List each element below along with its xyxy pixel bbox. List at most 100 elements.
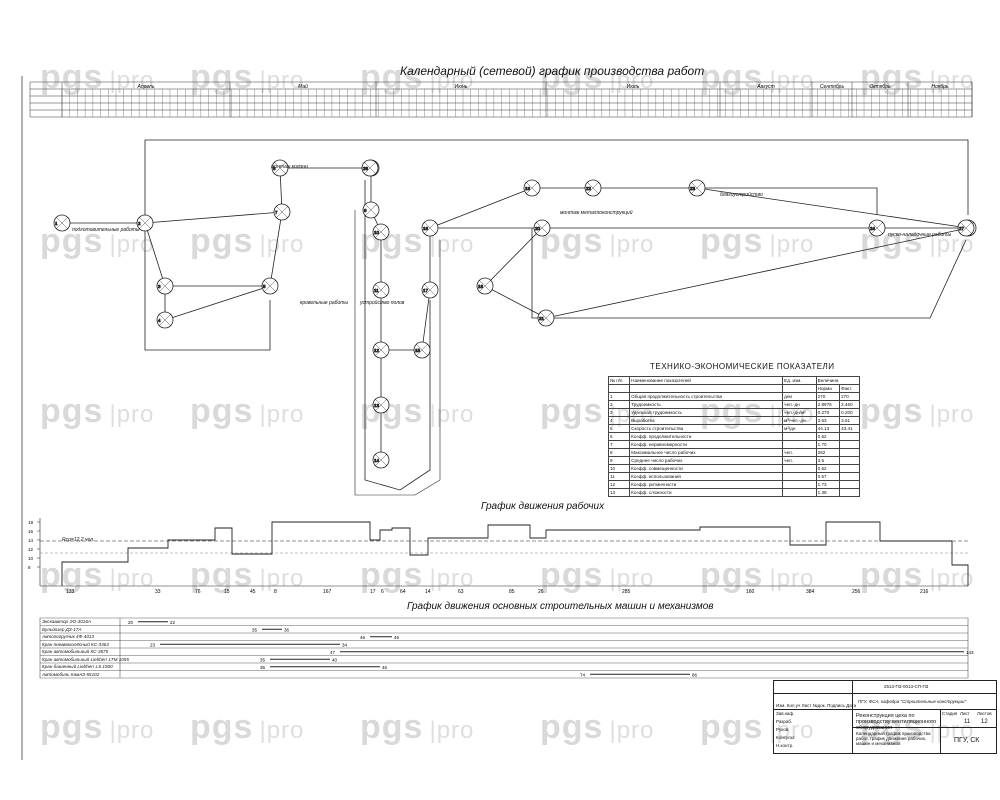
- tep-cell: 262: [815, 448, 841, 457]
- watermark-suffix: |pro: [109, 565, 155, 592]
- network-label: кровельные работы: [300, 300, 349, 306]
- network-edge: [484, 285, 547, 319]
- network-edge: [696, 187, 969, 229]
- network-node-number: 22: [586, 186, 592, 191]
- network-node-divider: [691, 182, 703, 194]
- network-edge: [484, 227, 543, 287]
- workers-bottom-number: 160: [746, 589, 755, 595]
- watermark-text: pgs|pro: [700, 556, 814, 595]
- machine-name: Кран пневмоколёсный КС-3363: [42, 641, 109, 647]
- watermark-main: pgs: [540, 392, 604, 430]
- network-node-divider: [540, 312, 552, 324]
- watermark-text: pgs|pro: [190, 222, 304, 261]
- tep-cell: чел.-дн/м²: [782, 408, 817, 417]
- workers-y-tick-label: 8: [28, 565, 31, 570]
- network-node-number: 5: [263, 284, 266, 289]
- tep-subheader-cell: Норма: [815, 384, 841, 393]
- network-node-divider: [364, 162, 376, 174]
- network-node-number: 15: [415, 348, 421, 353]
- watermark-main: pgs: [40, 222, 104, 260]
- watermark-text: pgs|pro: [700, 58, 814, 97]
- stamp-firm: ПГУ, СК: [954, 737, 980, 744]
- stamp-sheet-title: Календарный график производства работ, г…: [856, 731, 931, 746]
- machine-from-label: 74: [580, 672, 586, 677]
- workers-bottom-number: 384: [806, 589, 815, 595]
- watermark-text: pgs|pro: [360, 392, 474, 431]
- watermark-suffix: |pro: [929, 401, 975, 428]
- tep-cell: Общая продолжительность строительства: [629, 392, 784, 401]
- network-node-divider: [424, 222, 436, 234]
- watermark-text: pgs|pro: [860, 556, 974, 595]
- tep-cell: дни: [782, 392, 817, 401]
- tep-cell: Коэфф. использования: [629, 472, 784, 481]
- tep-cell: [839, 432, 860, 441]
- tep-cell: 1.38: [815, 488, 841, 497]
- watermark-text: pgs|pro: [700, 708, 814, 747]
- tep-subheader-cell: Факт.: [839, 384, 860, 393]
- tep-cell: чел.: [782, 448, 817, 457]
- watermark-text: pgs|pro: [360, 556, 474, 595]
- tep-cell: 0.200: [839, 408, 860, 417]
- workers-bottom-number: 256: [852, 589, 861, 595]
- network-node-divider: [56, 217, 68, 229]
- tep-cell: 5: [607, 424, 631, 433]
- network-edge: [429, 187, 533, 229]
- tep-cell: чел.: [782, 456, 817, 465]
- watermark-suffix: |pro: [609, 67, 655, 94]
- network-node-divider: [274, 162, 286, 174]
- watermark-main: pgs: [360, 222, 424, 260]
- network-node-divider: [375, 344, 387, 356]
- workers-bottom-number: 85: [509, 589, 515, 595]
- tep-cell: 1: [607, 392, 631, 401]
- watermark-suffix: |pro: [429, 565, 475, 592]
- watermark-text: pgs|pro: [190, 556, 304, 595]
- tep-cell: [839, 488, 860, 497]
- machine-from-label: 35: [260, 657, 266, 662]
- network-label: монтаж металлоконструкций: [560, 210, 633, 216]
- tep-cell: 2: [607, 400, 631, 409]
- network-node-number: 27: [959, 226, 965, 231]
- stamp-role: Н.контр.: [776, 743, 794, 748]
- title-block: 2513-ПЗ-0013-СП-ПЗ ПГУ, ФСА, кафедра "Ст…: [773, 680, 997, 754]
- tep-cell: 3.5: [815, 456, 841, 465]
- watermark-main: pgs: [190, 556, 254, 594]
- network-edge-top: [144, 139, 969, 223]
- tep-cell: [782, 432, 817, 441]
- tep-cell: м²/дн: [782, 424, 817, 433]
- tep-cell: 1.73: [815, 480, 841, 489]
- tep-cell: 2.8976: [815, 400, 841, 409]
- watermark-suffix: |pro: [929, 67, 975, 94]
- tep-cell: 0.62: [815, 464, 841, 473]
- tep-cell: м³/чел.-дн: [782, 416, 817, 425]
- tep-cell: 3: [607, 408, 631, 417]
- tep-subheader-cell: [629, 384, 784, 393]
- machine-to-label: 40: [332, 657, 338, 662]
- network-edge: [144, 222, 166, 287]
- workers-bottom-number: 6: [381, 589, 384, 595]
- workers-bottom-number: 63: [458, 589, 464, 595]
- network-node-divider: [276, 206, 288, 218]
- tep-cell: [782, 480, 817, 489]
- tep-cell: 4: [607, 416, 631, 425]
- workers-bottom-number: 45: [250, 589, 256, 595]
- workers-bottom-number: 76: [195, 589, 201, 595]
- machine-to-label: 86: [692, 672, 698, 677]
- watermark-suffix: |pro: [609, 717, 655, 744]
- network-edge: [421, 289, 431, 351]
- calendar-title: Календарный (сетевой) график производств…: [400, 64, 705, 78]
- network-node-number: 19: [525, 186, 531, 191]
- network-edge: [269, 211, 283, 287]
- calendar-month-label: Ноябрь: [931, 84, 949, 90]
- stamp-project: Реконструкция цеха по производству венти…: [856, 713, 937, 731]
- watermark-text: pgs|pro: [40, 392, 154, 431]
- watermark-suffix: |pro: [109, 231, 155, 258]
